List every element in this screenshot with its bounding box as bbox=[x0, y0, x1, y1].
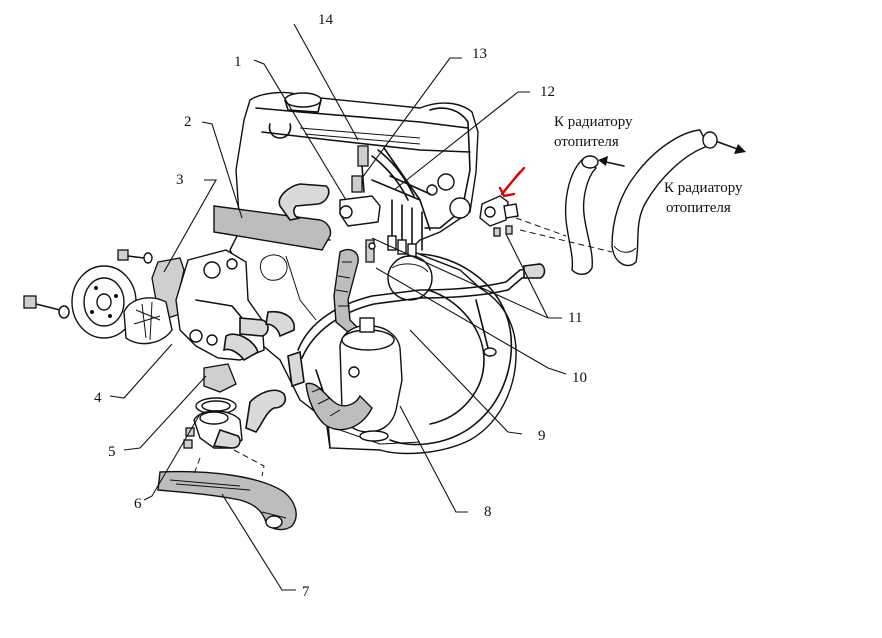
coolant-outlet-fitting bbox=[339, 145, 421, 263]
callout-11: 11 bbox=[568, 310, 582, 326]
callout-4: 4 bbox=[94, 390, 102, 406]
callout-8: 8 bbox=[484, 504, 492, 520]
small-hose-pump-outlet bbox=[245, 310, 305, 433]
annotation-heater-top-line2: отопителя bbox=[554, 134, 619, 150]
annotation-heater-top-line1: К радиатору bbox=[554, 114, 633, 130]
heater-outlet-fitting bbox=[479, 195, 519, 237]
annotation-heater-right-line2: отопителя bbox=[666, 200, 731, 216]
pulley-bolt bbox=[23, 295, 70, 319]
callout-1: 1 bbox=[234, 54, 242, 70]
hose-2-bypass bbox=[213, 183, 332, 251]
water-pump-assembly bbox=[23, 249, 269, 362]
annotation-heater-right-line1: К радиатору bbox=[664, 180, 743, 196]
flow-arrow-out bbox=[717, 141, 746, 154]
flow-arrow-in bbox=[598, 156, 625, 167]
callout-10: 10 bbox=[572, 370, 587, 386]
temperature-sensor bbox=[351, 175, 363, 193]
pump-pulley bbox=[71, 265, 137, 339]
highlight-arrow bbox=[498, 166, 526, 198]
callout-3: 3 bbox=[176, 172, 184, 188]
pump-bolt-top bbox=[117, 249, 153, 264]
callout-9: 9 bbox=[538, 428, 546, 444]
thermostat-assembly bbox=[183, 363, 243, 449]
heater-hose-lower bbox=[611, 129, 718, 267]
thermostat bbox=[203, 363, 237, 393]
lower-radiator-hose bbox=[157, 470, 297, 531]
heater-return-hose bbox=[333, 248, 362, 333]
heater-annotations: К радиатору отопителя К радиатору отопит… bbox=[554, 114, 743, 216]
callout-14: 14 bbox=[318, 12, 334, 28]
heater-hose-upper bbox=[564, 155, 599, 275]
temperature-gauge-sender bbox=[357, 145, 369, 167]
callout-5: 5 bbox=[108, 444, 116, 460]
callout-12: 12 bbox=[540, 84, 555, 100]
callout-7: 7 bbox=[302, 584, 310, 600]
coolant-housing bbox=[305, 317, 403, 442]
callout-labels: 14 1 13 12 2 3 4 5 6 7 8 9 10 11 bbox=[94, 12, 587, 600]
callout-6: 6 bbox=[134, 496, 142, 512]
water-pump bbox=[123, 249, 269, 362]
callout-2: 2 bbox=[184, 114, 192, 130]
dashed-guide-lines bbox=[193, 217, 613, 477]
leader-lines bbox=[109, 23, 567, 591]
callout-13: 13 bbox=[472, 46, 487, 62]
heater-pipe bbox=[297, 263, 546, 359]
